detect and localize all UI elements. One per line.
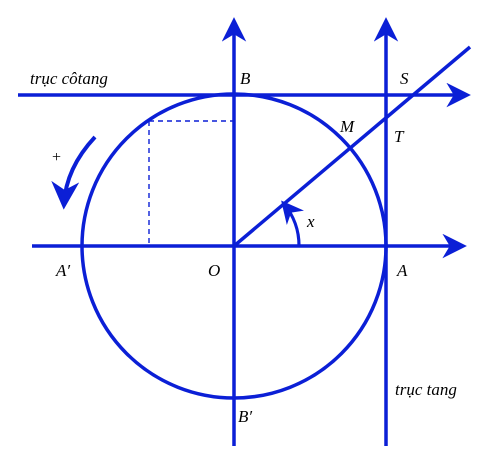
origin-o-label: O <box>208 261 220 280</box>
point-t-label: T <box>394 127 405 146</box>
point-b-label: B <box>240 69 251 88</box>
tangent-axis-label: trục tang <box>395 380 457 399</box>
orientation-arrow <box>51 135 97 210</box>
angle-x-label: x <box>306 212 315 231</box>
point-b-prime-label: B′ <box>238 407 252 426</box>
point-s-label: S <box>400 69 409 88</box>
angle-x-arc <box>281 200 305 247</box>
ray-om-s <box>232 45 472 248</box>
point-a-prime-label: A′ <box>55 261 70 280</box>
cotangent-axis-label: trục côtang <box>30 69 108 88</box>
point-m-label: M <box>339 117 355 136</box>
positive-sign: + <box>52 149 61 166</box>
point-a-label: A <box>396 261 408 280</box>
